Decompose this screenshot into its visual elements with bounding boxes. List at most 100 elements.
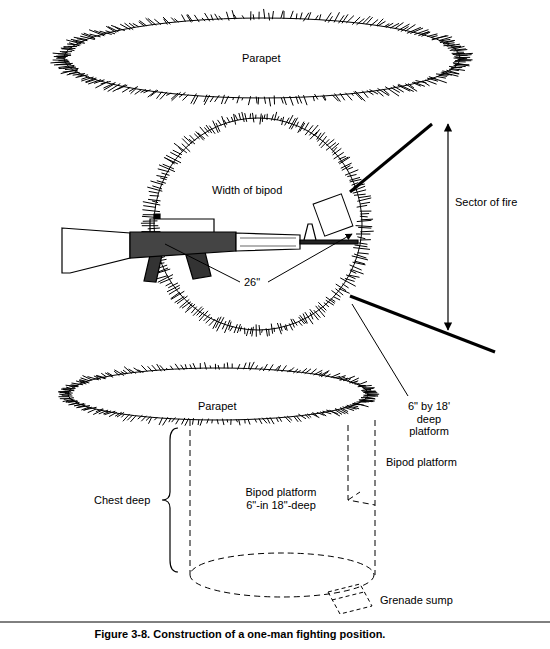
parapet-stroke xyxy=(142,210,160,212)
parapet-stroke xyxy=(264,9,265,19)
parapet-stroke xyxy=(360,239,371,240)
parapet-stroke xyxy=(58,60,67,61)
parapet-stroke xyxy=(89,30,104,36)
parapet-stroke xyxy=(455,57,470,58)
parapet-stroke xyxy=(303,13,309,22)
parapet-stroke xyxy=(358,381,367,384)
parapet-stroke xyxy=(181,365,185,370)
part-label: Parapet xyxy=(242,52,281,65)
parapet-stroke xyxy=(172,417,176,422)
parapet-stroke xyxy=(250,11,251,20)
parapet-stroke xyxy=(351,269,364,274)
parapet-stroke xyxy=(50,61,69,63)
parapet-stroke xyxy=(454,61,465,62)
parapet-stroke xyxy=(207,419,209,424)
parapet-stroke xyxy=(141,365,147,371)
parapet-stroke xyxy=(422,81,429,86)
grenade-sump xyxy=(328,584,372,614)
parapet-stroke xyxy=(298,95,301,103)
parapet-stroke xyxy=(352,256,368,260)
parapet-stroke xyxy=(276,418,278,422)
parapet-stroke xyxy=(226,12,229,21)
part-label: Bipod platform xyxy=(386,456,457,469)
parapet-stroke xyxy=(362,391,376,393)
parapet-stroke xyxy=(58,392,73,393)
parapet-stroke xyxy=(148,199,160,201)
parapet-stroke xyxy=(454,55,471,57)
parapet-stroke xyxy=(347,167,353,169)
parapet-stroke xyxy=(234,324,237,333)
depth-brace xyxy=(162,428,178,572)
parapet-stroke xyxy=(194,15,199,22)
part-label: Width of bipod xyxy=(212,184,282,197)
parapet-stroke xyxy=(218,365,219,370)
parapet-stroke xyxy=(171,292,180,299)
parapet-stroke xyxy=(152,201,158,203)
hole-outline xyxy=(190,420,375,597)
parapet-stroke xyxy=(268,13,270,21)
parapet-stroke xyxy=(245,113,247,122)
rifle xyxy=(62,214,358,282)
parapet-stroke xyxy=(365,393,379,395)
parapet-stroke xyxy=(328,16,332,22)
parapet-stroke xyxy=(133,23,139,26)
parapet-stroke xyxy=(213,318,219,329)
parapet-stroke xyxy=(149,191,159,193)
parapet-stroke xyxy=(334,297,340,300)
part-label: Chest deep xyxy=(94,494,150,507)
part-label: Parapet xyxy=(196,400,239,413)
parapet-stroke xyxy=(159,165,175,172)
parapet-stroke xyxy=(260,114,261,125)
parapet-stroke xyxy=(366,17,372,24)
parapet-stroke xyxy=(277,323,281,334)
parapet-stroke xyxy=(249,362,250,368)
parapet-stroke xyxy=(157,181,166,184)
parapet-stroke xyxy=(356,233,370,234)
parapet-stroke xyxy=(237,95,239,103)
parapet-stroke xyxy=(63,389,74,390)
parapet-stroke xyxy=(139,21,146,26)
parapet-stroke xyxy=(283,11,284,19)
parapet-stroke xyxy=(64,398,74,400)
parapet-stroke xyxy=(294,416,298,421)
parapet-stroke xyxy=(252,327,254,337)
parapet-stroke xyxy=(262,115,263,121)
parapet-stroke xyxy=(354,194,366,195)
parapet-stroke xyxy=(56,55,71,57)
parapet-stroke xyxy=(253,14,255,19)
parapet-stroke xyxy=(169,288,180,295)
part-label: Sector of fire xyxy=(455,196,517,209)
parapet-stroke xyxy=(166,283,172,286)
parapet-stroke xyxy=(318,306,325,313)
parapet-stroke xyxy=(204,95,207,102)
parapet-stroke xyxy=(135,90,142,95)
parapet-stroke xyxy=(290,11,293,19)
sector-line xyxy=(350,124,432,192)
parapet-stroke xyxy=(232,364,233,369)
parapet-stroke xyxy=(360,202,370,204)
parapet-stroke xyxy=(192,418,193,425)
parapet-stroke xyxy=(267,114,268,120)
dimension-line xyxy=(165,244,240,282)
parapet-stroke xyxy=(143,202,160,205)
parapet-stroke xyxy=(269,98,270,107)
parapet-stroke xyxy=(360,216,368,218)
parapet-stroke xyxy=(281,98,283,104)
parapet-stroke xyxy=(53,60,69,61)
parapet-stroke xyxy=(81,77,93,81)
parapet-stroke xyxy=(357,205,367,207)
caption-rule xyxy=(0,622,550,623)
sector-line xyxy=(350,296,495,352)
parapet-stroke xyxy=(239,113,241,120)
parapet-stroke xyxy=(362,16,370,24)
bipod-platform xyxy=(313,194,353,236)
figure-caption: Figure 3-8. Construction of a one-man fi… xyxy=(95,628,386,641)
leader-line xyxy=(352,304,408,396)
parapet-stroke xyxy=(182,15,186,22)
parapet-stroke xyxy=(239,420,240,426)
parapet-stroke xyxy=(61,389,74,391)
parapet-stroke xyxy=(350,179,362,182)
parapet-stroke xyxy=(338,376,346,379)
parapet-texture xyxy=(50,9,472,426)
